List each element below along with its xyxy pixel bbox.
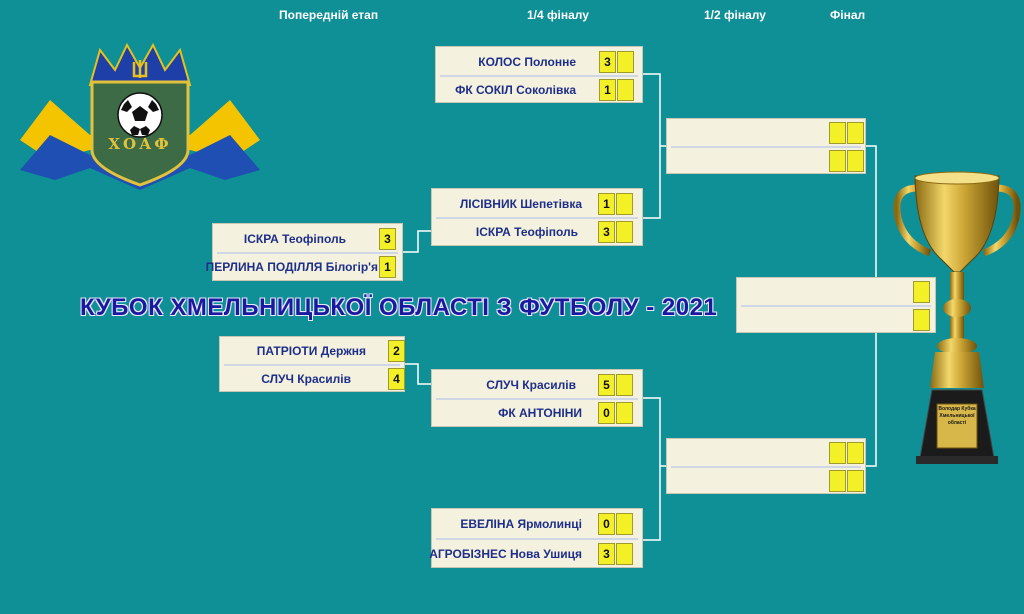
match-team-row bbox=[667, 148, 867, 174]
trophy: Володар Кубка Хмельницької області bbox=[890, 168, 1024, 468]
score-slot bbox=[616, 193, 633, 215]
match-divider bbox=[671, 466, 861, 468]
team-name: КОЛОС Полонне bbox=[478, 55, 576, 69]
quarter-match-2: ЛІСІВНИК Шепетівка 1 ІСКРА Теофіполь 3 bbox=[431, 188, 643, 246]
trophy-plaque-text: Володар Кубка Хмельницької області bbox=[938, 406, 976, 426]
score-slot bbox=[913, 281, 930, 303]
score-slot bbox=[616, 513, 633, 535]
prelim-match-2: ПАТРІОТИ Держня 2 СЛУЧ Красилів 4 bbox=[219, 336, 405, 392]
score-slot bbox=[616, 402, 633, 424]
quarter-match-4: ЕВЕЛІНА Ярмолинці 0 АГРОБІЗНЕС Нова Ушиц… bbox=[429, 508, 644, 568]
quarter-match-3: СЛУЧ Красилів 5 ФК АНТОНІНИ 0 bbox=[431, 369, 643, 427]
match-team-row: СЛУЧ Красилів 5 bbox=[432, 372, 644, 398]
match-team-row: ІСКРА Теофіполь 3 bbox=[432, 219, 644, 245]
match-divider bbox=[217, 252, 398, 254]
match-divider bbox=[224, 364, 400, 366]
match-team-row bbox=[737, 279, 937, 305]
team-name: СЛУЧ Красилів bbox=[261, 372, 351, 386]
header-prelim: Попередній етап bbox=[279, 8, 379, 22]
team-score: 3 bbox=[598, 221, 615, 243]
team-score: 1 bbox=[598, 193, 615, 215]
team-name: ІСКРА Теофіполь bbox=[475, 225, 578, 239]
match-team-row bbox=[667, 440, 867, 466]
header-quarter-final: 1/4 фіналу bbox=[527, 8, 589, 22]
match-team-row: АГРОБІЗНЕС Нова Ушиця 3 bbox=[429, 541, 644, 567]
team-score: 0 bbox=[598, 402, 615, 424]
score-slot bbox=[616, 374, 633, 396]
team-score: 1 bbox=[379, 256, 396, 278]
team-score: 3 bbox=[379, 228, 396, 250]
match-team-row: КОЛОС Полонне 3 bbox=[436, 49, 644, 75]
score-slot bbox=[913, 309, 930, 331]
match-divider bbox=[436, 398, 638, 400]
score-slot bbox=[829, 150, 846, 172]
match-team-row: ПАТРІОТИ Держня 2 bbox=[220, 338, 406, 364]
score-slot bbox=[617, 79, 634, 101]
team-name: ПАТРІОТИ Держня bbox=[256, 344, 366, 358]
team-name: ЛІСІВНИК Шепетівка bbox=[459, 197, 582, 211]
team-score: 5 bbox=[598, 374, 615, 396]
team-name: ПЕРЛИНА ПОДІЛЛЯ Білогір'я bbox=[205, 260, 378, 274]
match-divider bbox=[436, 538, 638, 540]
team-name: ЕВЕЛІНА Ярмолинці bbox=[460, 517, 582, 531]
header-final: Фінал bbox=[830, 8, 866, 22]
logo-text: ХОАФ bbox=[108, 135, 172, 153]
match-team-row: ФК СОКІЛ Соколівка 1 bbox=[436, 77, 644, 103]
match-divider bbox=[741, 305, 931, 307]
score-slot bbox=[829, 470, 846, 492]
semi-match-2 bbox=[666, 438, 866, 494]
match-team-row bbox=[667, 468, 867, 494]
quarter-match-1: КОЛОС Полонне 3 ФК СОКІЛ Соколівка 1 bbox=[435, 46, 643, 103]
match-team-row: ІСКРА Теофіполь 3 bbox=[213, 226, 404, 252]
match-team-row: ЛІСІВНИК Шепетівка 1 bbox=[432, 191, 644, 217]
score-slot bbox=[829, 122, 846, 144]
match-team-row: ПЕРЛИНА ПОДІЛЛЯ Білогір'я 1 bbox=[206, 254, 404, 280]
soccer-ball-trident-emblem-icon bbox=[20, 42, 260, 190]
match-team-row: ФК АНТОНІНИ 0 bbox=[432, 400, 644, 426]
team-name: ФК АНТОНІНИ bbox=[498, 406, 582, 420]
team-name: АГРОБІЗНЕС Нова Ушиця bbox=[429, 547, 582, 561]
score-slot bbox=[616, 543, 633, 565]
score-slot bbox=[617, 51, 634, 73]
match-team-row bbox=[737, 307, 937, 333]
semi-match-1 bbox=[666, 118, 866, 174]
match-team-row: ЕВЕЛІНА Ярмолинці 0 bbox=[432, 511, 644, 537]
prelim-match-1: ІСКРА Теофіполь 3 ПЕРЛИНА ПОДІЛЛЯ Білогі… bbox=[206, 223, 404, 281]
team-score: 4 bbox=[388, 368, 405, 390]
hoaf-logo: ХОАФ bbox=[20, 40, 260, 190]
page-title: КУБОК ХМЕЛЬНИЦЬКОЇ ОБЛАСТІ З ФУТБОЛУ - 2… bbox=[80, 294, 718, 321]
team-score: 2 bbox=[388, 340, 405, 362]
score-slot bbox=[829, 442, 846, 464]
team-score: 0 bbox=[598, 513, 615, 535]
score-slot bbox=[847, 442, 864, 464]
team-score: 3 bbox=[599, 51, 616, 73]
match-team-row bbox=[667, 120, 867, 146]
score-slot bbox=[847, 150, 864, 172]
match-team-row: СЛУЧ Красилів 4 bbox=[220, 366, 406, 392]
team-name: ФК СОКІЛ Соколівка bbox=[455, 83, 576, 97]
score-slot bbox=[847, 122, 864, 144]
final-match bbox=[736, 277, 936, 333]
match-divider bbox=[436, 217, 638, 219]
team-name: СЛУЧ Красилів bbox=[486, 378, 576, 392]
team-score: 3 bbox=[598, 543, 615, 565]
trophy-cup-icon bbox=[893, 171, 1021, 464]
team-name: ІСКРА Теофіполь bbox=[243, 232, 346, 246]
match-divider bbox=[671, 146, 861, 148]
team-score: 1 bbox=[599, 79, 616, 101]
score-slot bbox=[847, 470, 864, 492]
match-divider bbox=[440, 75, 638, 77]
header-semi-final: 1/2 фіналу bbox=[704, 8, 766, 22]
score-slot bbox=[616, 221, 633, 243]
